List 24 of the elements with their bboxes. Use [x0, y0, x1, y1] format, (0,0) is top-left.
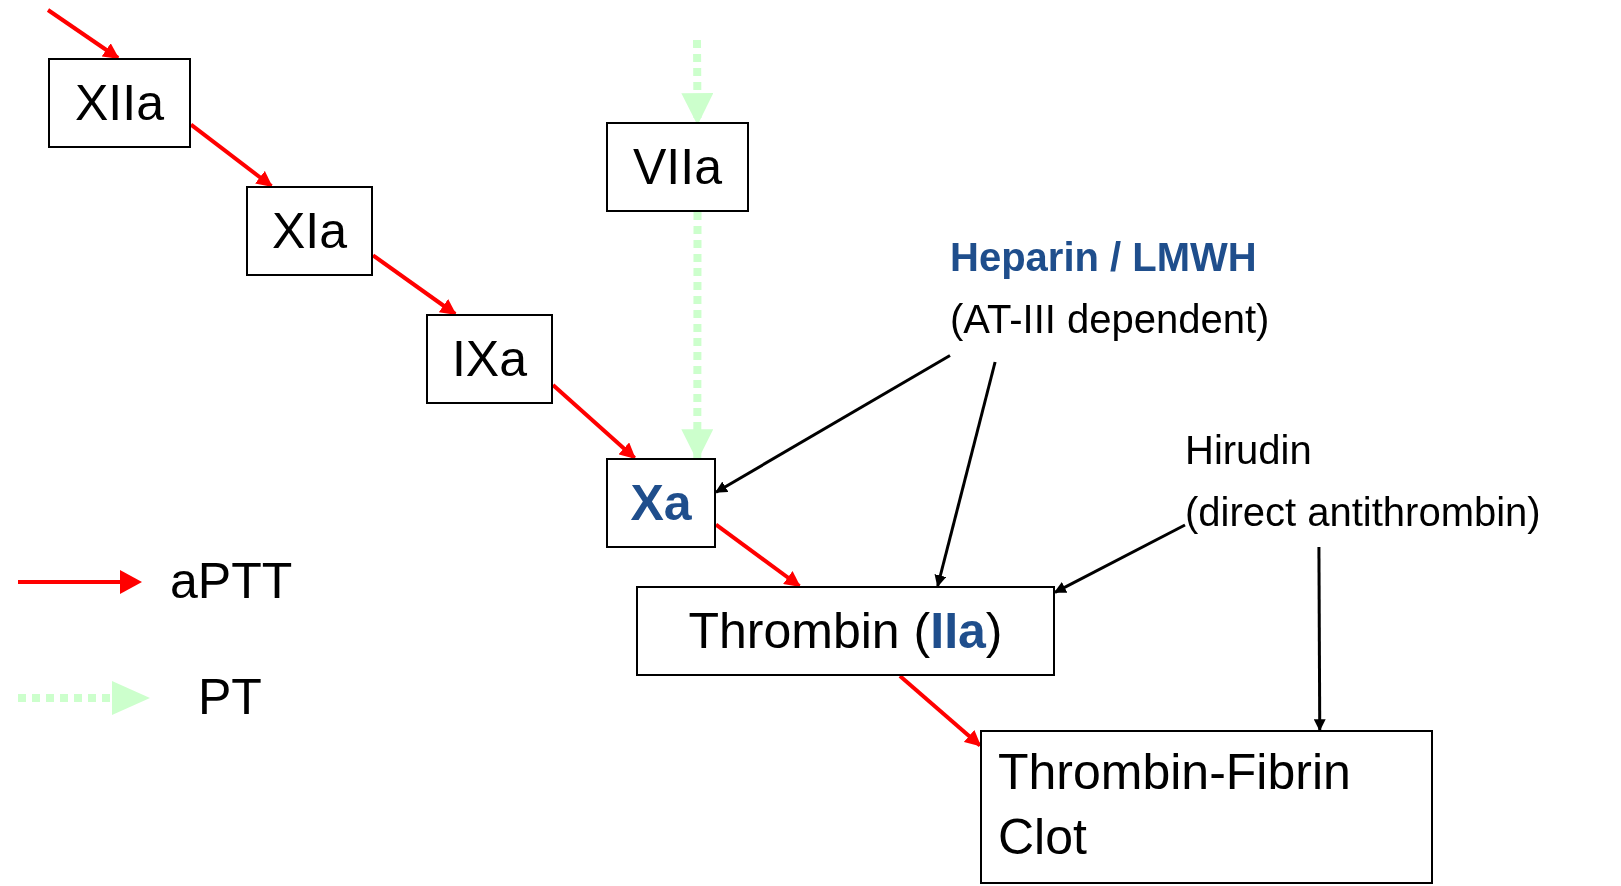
factor-label: Thrombin (IIa)	[688, 601, 1003, 661]
drug-label: Heparin / LMWH	[950, 234, 1257, 281]
arrow	[46, 8, 120, 60]
factor-box	[606, 458, 716, 548]
factor-label: Thrombin-Fibrin Clot	[998, 743, 1352, 867]
arrow	[898, 674, 982, 747]
factor-box	[48, 58, 191, 148]
drug-note: (direct antithrombin)	[1185, 489, 1541, 536]
factor-box	[606, 122, 749, 212]
arrow	[934, 361, 997, 588]
factor-label: VIIa	[633, 137, 722, 197]
factor-box	[636, 586, 1055, 676]
factor-box	[980, 730, 1433, 884]
factor-label: Xa	[630, 473, 692, 533]
legend-label: PT	[198, 668, 262, 726]
factor-box	[246, 186, 373, 276]
drug-note: (AT-III dependent)	[950, 296, 1270, 343]
factor-box	[426, 314, 553, 404]
factor-label: IXa	[451, 329, 528, 389]
factor-label: XIa	[271, 201, 348, 261]
legend-label: aPTT	[170, 552, 293, 610]
drug-label: Hirudin	[1185, 427, 1312, 474]
arrow	[1313, 547, 1326, 732]
factor-label: XIIa	[75, 73, 164, 133]
